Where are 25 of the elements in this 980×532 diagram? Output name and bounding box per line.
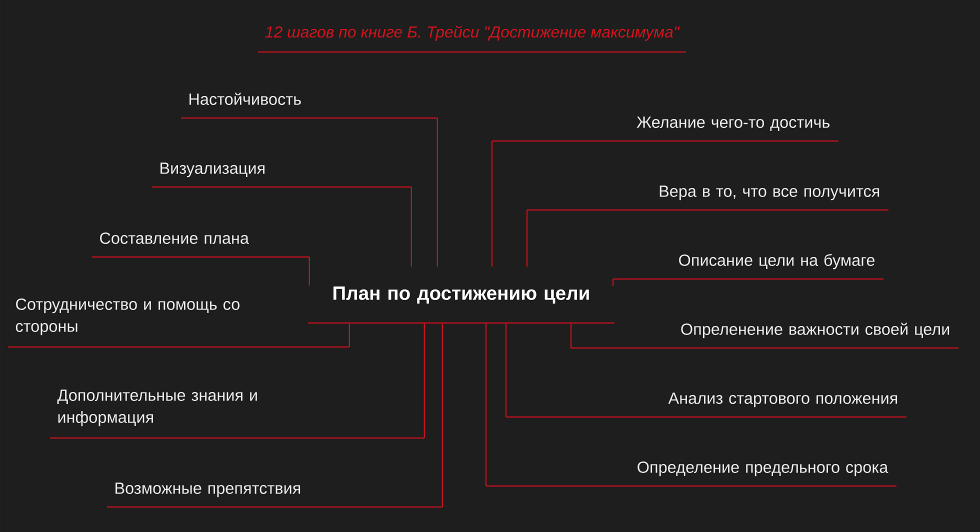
connector-line xyxy=(491,141,493,267)
topic-label: Составление плана xyxy=(92,232,310,258)
connector-line xyxy=(612,279,614,286)
connector-line xyxy=(424,323,425,438)
heading: 12 шагов по книге Б. Трейси "Достижение максимума" xyxy=(258,26,686,53)
connector-line xyxy=(526,210,528,267)
topic-label: Анализ стартового положения xyxy=(506,392,906,418)
topic-label: Опреленение важности своей цели xyxy=(571,322,958,349)
connector-line xyxy=(442,323,443,507)
connector-line xyxy=(308,257,310,286)
topic-label: Определение предельного срока xyxy=(486,461,896,487)
connector-line xyxy=(570,323,572,348)
topic-label: Дополнительные знания и информация xyxy=(50,390,424,439)
connector-line xyxy=(410,187,412,267)
topic-label: Визуализация xyxy=(152,162,412,188)
topic-label: Описание цели на бумаге xyxy=(613,254,884,280)
connector-line xyxy=(436,118,438,267)
topic-label: Настойчивость xyxy=(181,92,438,119)
topic-label: Возможные препятствия xyxy=(107,482,442,508)
connector-line xyxy=(505,323,507,417)
topic-label: Вера в то, что все получится xyxy=(527,186,888,211)
topic-label: Желание чего-то достичь xyxy=(492,116,838,142)
central-topic: План по достижению цели xyxy=(308,286,614,324)
connector-line xyxy=(485,323,487,486)
connector-line xyxy=(348,323,350,347)
